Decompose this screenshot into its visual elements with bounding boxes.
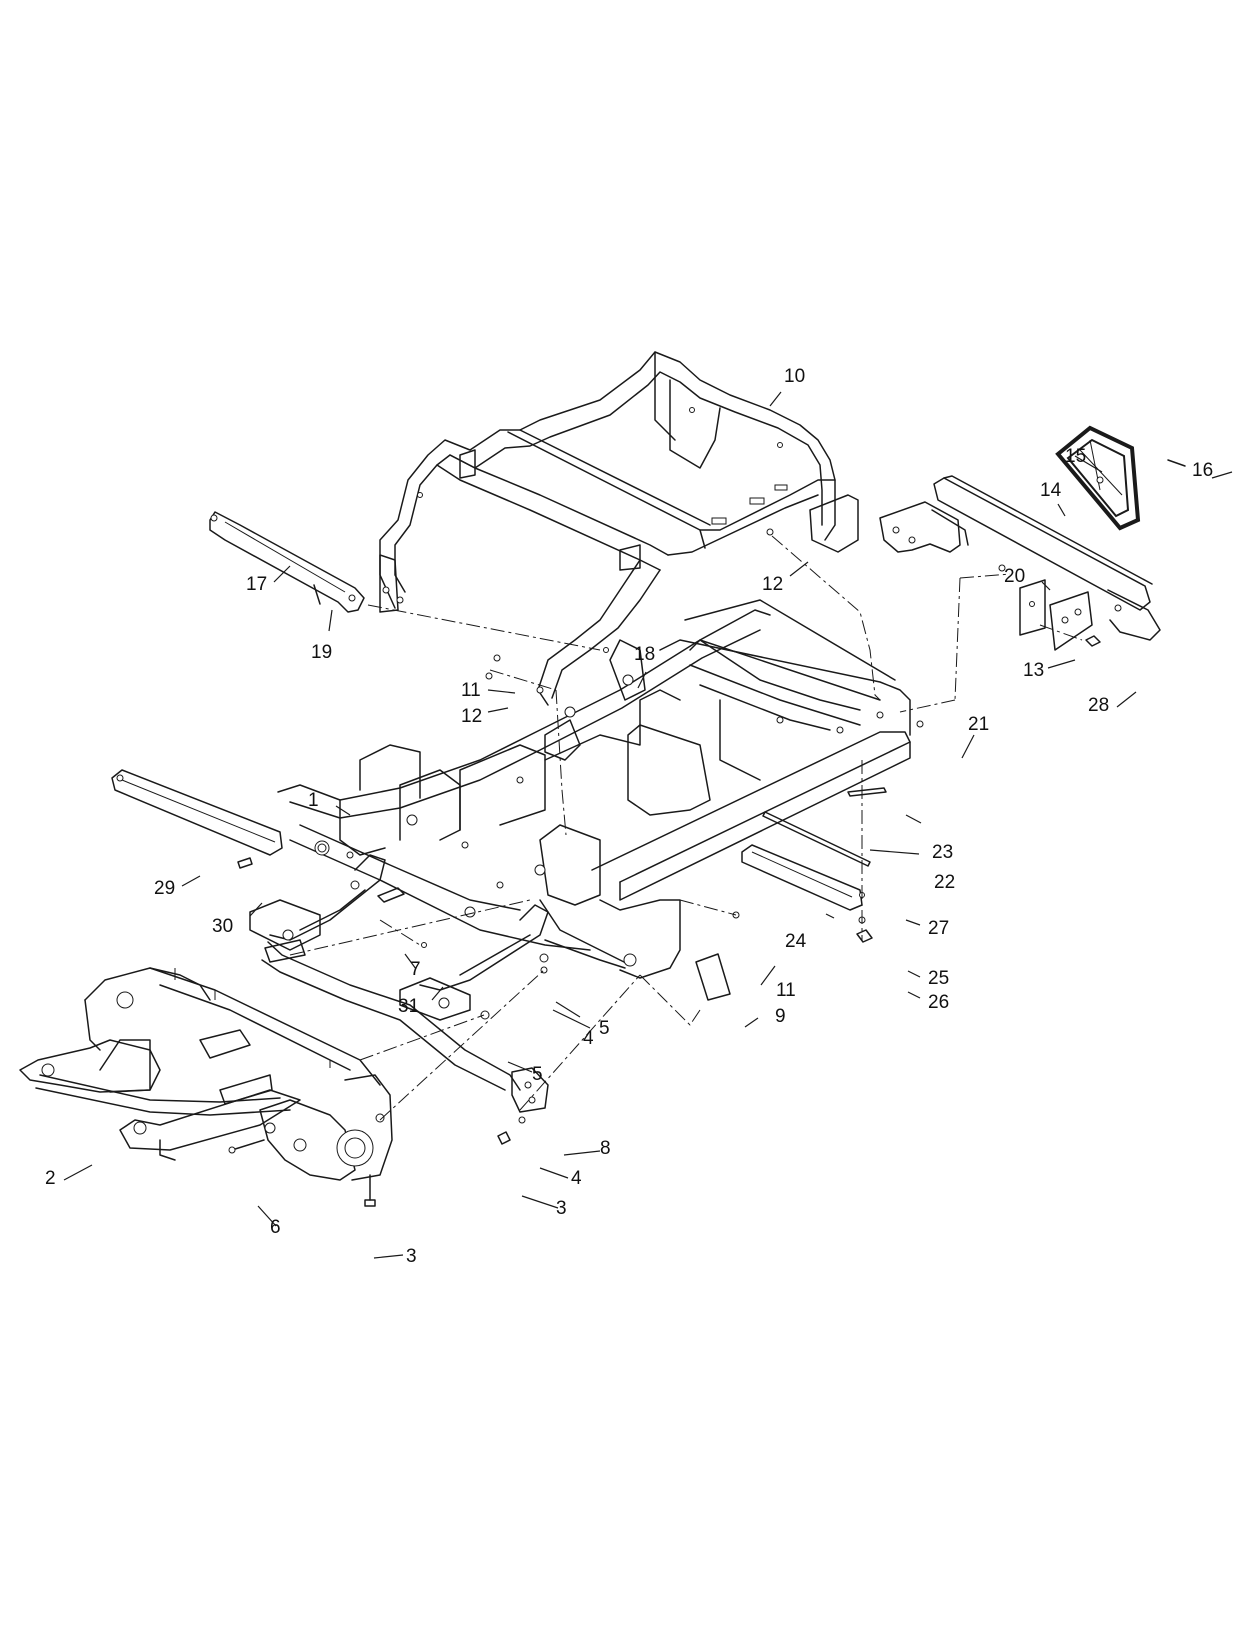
callout-6: 6 xyxy=(270,1217,281,1238)
callout-28: 28 xyxy=(1088,695,1109,716)
phantom-lines xyxy=(289,535,1083,1121)
callout-17: 17 xyxy=(246,574,267,595)
part-13-plate xyxy=(1019,579,1093,651)
part-2-front-housing xyxy=(19,967,393,1181)
part-17-side-bar xyxy=(209,511,365,613)
callout-25: 25 xyxy=(928,968,949,989)
callout-23: 23 xyxy=(932,842,953,863)
callout-20: 20 xyxy=(1004,566,1025,587)
callout-30: 30 xyxy=(212,916,233,937)
callout-22: 22 xyxy=(934,872,955,893)
callout-16: 16 xyxy=(1192,460,1213,481)
callout-29: 29 xyxy=(154,878,175,899)
part-9-plate xyxy=(695,953,731,1001)
callout-14: 14 xyxy=(1040,480,1062,501)
part-1-main-frame xyxy=(249,599,911,1021)
part-14-rear-bar xyxy=(879,475,1161,641)
callout-27: 27 xyxy=(928,918,949,939)
callout-18: 18 xyxy=(634,644,655,665)
hardware-fasteners xyxy=(228,459,1186,1207)
callout-11: 11 xyxy=(776,980,796,1001)
callout-11: 11 xyxy=(461,680,481,701)
part-23-strip xyxy=(847,787,887,797)
callout-13: 13 xyxy=(1023,660,1044,681)
callout-labels: 1 2 3 3 4 4 5 5 6 7 8 9 10 11 11 12 12 1… xyxy=(45,366,1213,1267)
callout-9: 9 xyxy=(775,1006,786,1027)
callout-12: 12 xyxy=(461,706,482,727)
part-29-cover xyxy=(111,769,283,856)
callout-19: 19 xyxy=(311,642,332,663)
part-22-strip xyxy=(762,811,871,867)
part-7-strap xyxy=(377,887,405,903)
callout-3: 3 xyxy=(406,1246,417,1267)
callout-5: 5 xyxy=(532,1064,543,1085)
callout-1: 1 xyxy=(308,790,319,811)
callout-21: 21 xyxy=(968,714,989,735)
callout-10: 10 xyxy=(784,366,805,387)
part-15-smv-emblem xyxy=(1055,425,1141,531)
callout-8: 8 xyxy=(600,1138,611,1159)
callout-2: 2 xyxy=(45,1168,56,1189)
callout-31: 31 xyxy=(398,996,419,1017)
callout-3: 3 xyxy=(556,1198,567,1219)
callout-12: 12 xyxy=(762,574,783,595)
part-10-rops-frame xyxy=(379,351,859,706)
callout-15: 15 xyxy=(1065,446,1086,467)
callout-24: 24 xyxy=(785,931,807,952)
callout-4: 4 xyxy=(571,1168,582,1189)
callout-5: 5 xyxy=(599,1018,610,1039)
callout-4: 4 xyxy=(583,1028,594,1049)
part-8-tie-bar xyxy=(261,939,549,1113)
callout-26: 26 xyxy=(928,992,949,1013)
leader-lines xyxy=(63,391,1233,1259)
callout-7: 7 xyxy=(410,959,421,980)
